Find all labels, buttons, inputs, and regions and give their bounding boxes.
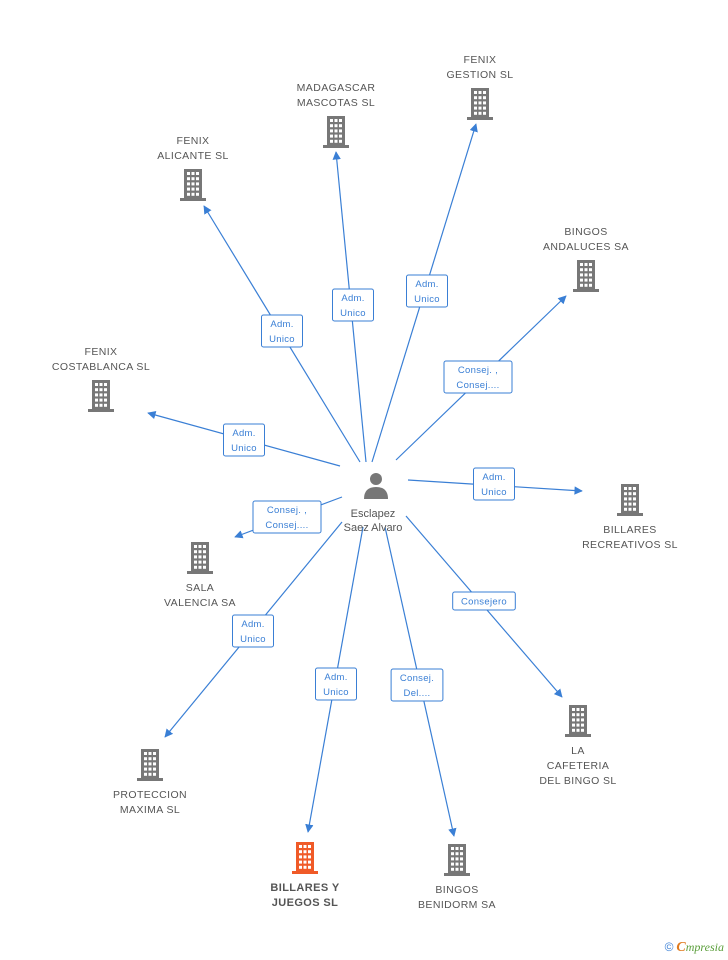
building-icon — [467, 88, 493, 120]
company-name: MASCOTAS SL — [297, 97, 375, 109]
person-name: Esclapez — [351, 508, 396, 520]
relation-label-text: Consejero — [461, 597, 507, 608]
relation-label-text: Adm. — [270, 319, 293, 330]
relation-label-text: Adm. — [341, 293, 364, 304]
relation-label-text: Unico — [481, 487, 507, 498]
company-node-proteccion-maxima[interactable]: PROTECCION MAXIMA SL — [113, 749, 187, 816]
person-icon — [364, 473, 388, 499]
relation-label-text: Unico — [414, 294, 440, 305]
company-name: FENIX — [177, 135, 210, 147]
company-name: ALICANTE SL — [157, 150, 229, 162]
company-name: CAFETERIA — [547, 760, 610, 772]
brand-initial: C — [676, 940, 686, 955]
building-icon — [180, 169, 206, 201]
relation-label-text: Unico — [269, 334, 295, 345]
company-name: SALA — [186, 582, 214, 594]
relation-label[interactable]: Consej. , Consej.... — [252, 500, 322, 534]
relation-label[interactable]: Consejero — [452, 591, 516, 611]
company-name: LA — [571, 745, 585, 757]
relation-label[interactable]: Adm. Unico — [332, 288, 374, 322]
company-name: BENIDORM SA — [418, 899, 496, 911]
building-icon — [187, 542, 213, 574]
company-node-fenix-alicante[interactable]: FENIX ALICANTE SL — [157, 135, 229, 201]
building-icon — [137, 749, 163, 781]
copyright-icon: © — [664, 940, 674, 954]
building-icon — [88, 380, 114, 412]
person-name: Saez Alvaro — [344, 522, 403, 534]
relation-label-text: Del.... — [404, 688, 431, 699]
company-node-fenix-gestion[interactable]: FENIX GESTION SL — [446, 54, 513, 120]
company-name: FENIX — [85, 346, 118, 358]
relation-label[interactable]: Adm. Unico — [406, 274, 448, 308]
building-icon — [617, 484, 643, 516]
company-name: PROTECCION — [113, 789, 187, 801]
company-name: BINGOS — [564, 226, 607, 238]
empresia-brand: ©Cmpresia — [665, 940, 724, 956]
company-name: RECREATIVOS SL — [582, 539, 678, 551]
company-name: BILLARES — [603, 524, 656, 536]
company-name: ANDALUCES SA — [543, 241, 629, 253]
relation-label[interactable]: Consej. , Consej.... — [443, 360, 513, 394]
company-node-fenix-costablanca[interactable]: FENIX COSTABLANCA SL — [52, 346, 150, 412]
company-node-bingos-benidorm[interactable]: BINGOS BENIDORM SA — [418, 844, 496, 911]
building-icon — [444, 844, 470, 876]
building-icon — [292, 842, 318, 874]
relation-label-text: Consej. , — [267, 505, 307, 516]
relation-label[interactable]: Adm. Unico — [473, 467, 515, 501]
relation-label-text: Unico — [323, 687, 349, 698]
relation-label-text: Adm. — [241, 619, 264, 630]
company-name: MADAGASCAR — [297, 82, 376, 94]
company-name: BINGOS — [435, 884, 478, 896]
company-name: DEL BINGO SL — [539, 775, 616, 787]
building-icon — [573, 260, 599, 292]
relation-label-text: Adm. — [415, 279, 438, 290]
company-name: JUEGOS SL — [272, 897, 339, 909]
relation-label-text: Consej. — [400, 673, 434, 684]
relation-label-text: Consej.... — [456, 380, 499, 391]
relation-label-text: Consej.... — [265, 520, 308, 531]
relation-label[interactable]: Adm. Unico — [232, 614, 274, 648]
relation-label-text: Unico — [340, 308, 366, 319]
company-node-la-cafeteria[interactable]: LA CAFETERIA DEL BINGO SL — [539, 705, 616, 787]
company-name: FENIX — [464, 54, 497, 66]
relation-label-text: Adm. — [482, 472, 505, 483]
company-node-sala-valencia[interactable]: SALA VALENCIA SA — [164, 542, 236, 609]
company-node-bingos-andaluces[interactable]: BINGOS ANDALUCES SA — [543, 226, 629, 292]
relation-label-text: Adm. — [324, 672, 347, 683]
relation-label-text: Adm. — [232, 428, 255, 439]
relation-label[interactable]: Adm. Unico — [261, 314, 303, 348]
company-node-billares-recreativos[interactable]: BILLARES RECREATIVOS SL — [582, 484, 678, 551]
company-name: MAXIMA SL — [120, 804, 180, 816]
relation-label[interactable]: Adm. Unico — [315, 667, 357, 701]
company-name: GESTION SL — [446, 69, 513, 81]
relation-label-text: Consej. , — [458, 365, 498, 376]
company-node-madagascar[interactable]: MADAGASCAR MASCOTAS SL — [297, 82, 376, 148]
relation-label[interactable]: Consej. Del.... — [390, 668, 444, 702]
company-node-billares-juegos[interactable]: BILLARES Y JUEGOS SL — [270, 842, 339, 909]
relation-label[interactable]: Adm. Unico — [223, 423, 265, 457]
relation-label-text: Unico — [231, 443, 257, 454]
company-name: VALENCIA SA — [164, 597, 236, 609]
brand-name: mpresia — [685, 940, 724, 954]
building-icon — [323, 116, 349, 148]
relation-label-text: Unico — [240, 634, 266, 645]
company-name: COSTABLANCA SL — [52, 361, 150, 373]
building-icon — [565, 705, 591, 737]
company-name: BILLARES Y — [270, 882, 339, 894]
